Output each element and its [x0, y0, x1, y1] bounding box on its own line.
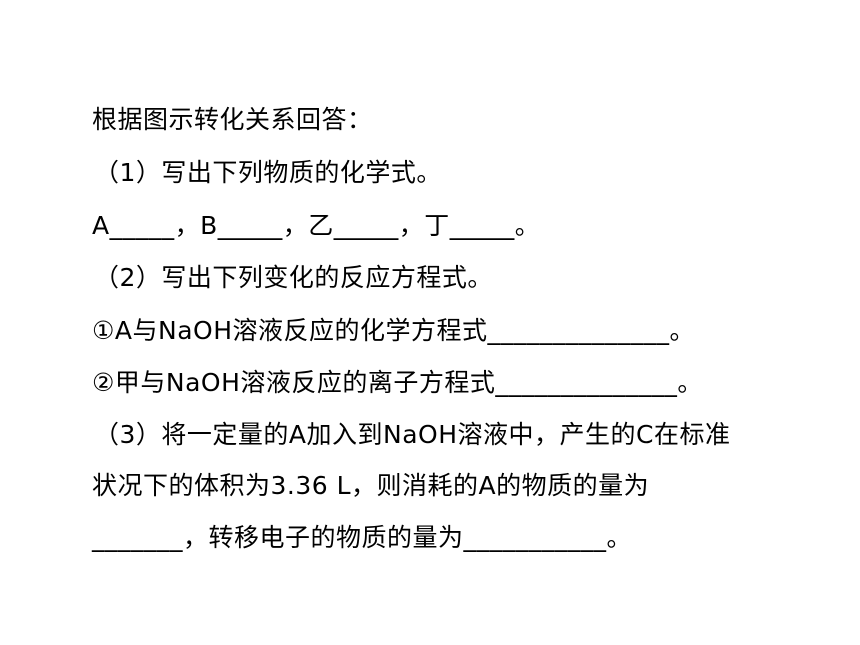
question-intro: 根据图示转化关系回答：	[92, 105, 373, 134]
part-2-item-1: ①A与NaOH溶液反应的化学方程式______________。	[92, 316, 696, 345]
part-2-heading: （2）写出下列变化的反应方程式。	[94, 263, 493, 292]
part-1-heading: （1）写出下列物质的化学式。	[94, 158, 442, 187]
part-3-line-2: 状况下的体积为3.36 L，则消耗的A的物质的量为	[92, 471, 650, 500]
part-3-line-1: （3）将一定量的A加入到NaOH溶液中，产生的C在标准	[94, 420, 731, 449]
part-1-blanks: A_____，B_____，乙_____，丁_____。	[92, 211, 541, 240]
part-3-line-3: _______，转移电子的物质的量为___________。	[92, 523, 633, 552]
part-2-item-2: ②甲与NaOH溶液反应的离子方程式______________。	[92, 368, 703, 397]
